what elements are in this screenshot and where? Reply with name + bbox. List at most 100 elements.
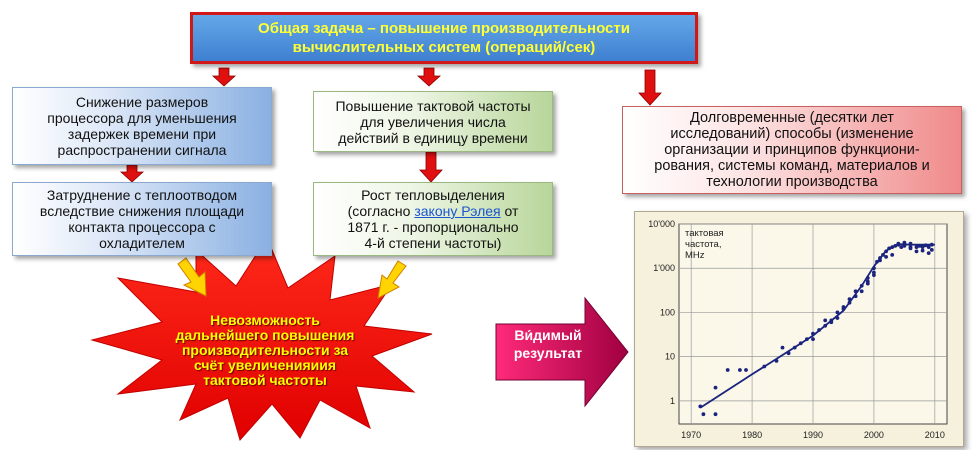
- down-arrow-center-1: [416, 67, 442, 87]
- data-point: [859, 283, 864, 288]
- main-task-title: Общая задача – повышение производительно…: [190, 12, 698, 64]
- burst-line: Невозможность: [210, 312, 320, 328]
- data-point: [923, 243, 928, 248]
- y-axis-label: тактовая: [685, 228, 724, 239]
- box-line: исследований) способы (изменение: [670, 126, 914, 142]
- heat-growth-box: Рост тепловыделения (согласно закону Рэл…: [313, 182, 553, 256]
- data-point: [908, 241, 913, 246]
- burst-line: тактовой частоты: [203, 372, 327, 388]
- data-point: [805, 337, 809, 341]
- box-line: распространении сигнала: [57, 142, 227, 158]
- y-tick-label: 10: [665, 352, 675, 362]
- data-point: [701, 412, 706, 417]
- down-arrow-center-2: [419, 151, 443, 183]
- data-point: [872, 270, 876, 275]
- long-term-methods-box: Долговременные (десятки лет исследований…: [622, 106, 962, 194]
- data-point: [872, 273, 876, 277]
- data-point: [853, 289, 858, 294]
- down-arrow-right-1: [638, 69, 662, 106]
- title-line-2: вычислительных систем (операций/сек): [292, 39, 596, 56]
- data-point: [780, 345, 785, 350]
- y-tick-label: 1'000: [653, 263, 675, 273]
- box-line: Рост тепловыделения: [361, 187, 505, 203]
- data-point: [920, 248, 925, 253]
- data-point: [920, 245, 925, 249]
- data-point: [835, 316, 840, 320]
- box-line: рования, системы команд, материалов и: [654, 158, 930, 174]
- data-point: [774, 359, 779, 363]
- yellow-arrow-right: [377, 260, 407, 299]
- data-point: [914, 249, 919, 254]
- heat-difficulty-box: Затруднение с теплоотводом вследствие сн…: [12, 182, 272, 256]
- y-axis-label: MHz: [685, 250, 705, 261]
- data-point: [865, 281, 870, 286]
- data-point: [890, 245, 895, 249]
- data-point: [786, 351, 791, 356]
- data-point: [713, 412, 718, 417]
- data-point: [859, 289, 864, 294]
- x-tick-label: 1990: [803, 430, 823, 440]
- box-line: Повышение тактовой частоты: [335, 97, 531, 114]
- box-line: технологии производства: [706, 174, 878, 190]
- data-point: [884, 255, 888, 259]
- data-point: [835, 310, 840, 315]
- data-point: [917, 244, 922, 248]
- data-point: [926, 251, 931, 255]
- data-point: [908, 246, 913, 251]
- x-tick-label: 2000: [864, 430, 884, 440]
- data-point: [698, 404, 703, 409]
- data-point: [893, 244, 898, 248]
- data-point: [902, 240, 907, 245]
- box-line: процессора для уменьшения: [47, 110, 237, 126]
- box-line: Затруднение с теплоотводом: [46, 187, 238, 203]
- data-point: [890, 253, 895, 257]
- data-point: [899, 245, 904, 249]
- data-point: [887, 246, 891, 251]
- data-point: [713, 385, 718, 390]
- result-arrow: [495, 296, 629, 408]
- data-point: [811, 331, 815, 336]
- box-line: Снижение размеров: [75, 94, 209, 110]
- data-point: [902, 244, 907, 248]
- impossibility-text: Невозможность дальнейшего повышения прои…: [155, 313, 375, 388]
- data-point: [798, 341, 803, 346]
- box-line: 4-й степени частоты): [364, 235, 502, 251]
- data-point: [929, 242, 934, 247]
- box-line: 1871 г. - пропорционально: [347, 219, 519, 235]
- x-tick-label: 1980: [742, 430, 762, 440]
- burst-line: производительности за: [181, 342, 349, 358]
- data-point: [926, 245, 931, 249]
- data-point: [878, 256, 882, 260]
- box-line: вследствие снижения площади: [39, 203, 245, 219]
- data-point: [744, 368, 748, 372]
- box-text: от: [500, 203, 519, 219]
- data-point: [762, 364, 767, 369]
- rayleigh-law-link[interactable]: закону Рэлея: [414, 203, 501, 219]
- data-point: [884, 249, 888, 254]
- data-point: [823, 323, 828, 328]
- box-line: Долговременные (десятки лет: [690, 110, 894, 126]
- data-point: [896, 241, 901, 246]
- arrow-label-line: результат: [513, 345, 583, 361]
- data-point: [872, 266, 876, 271]
- frequency-increase-box: Повышение тактовой частоты для увеличени…: [313, 91, 553, 152]
- box-line: организации и принципов функциони-: [664, 142, 920, 158]
- down-arrow-left-1: [211, 67, 237, 87]
- data-point: [853, 294, 858, 299]
- data-point: [847, 297, 852, 301]
- starburst-shape: [90, 236, 433, 442]
- x-tick-label: 1970: [681, 430, 701, 440]
- box-line: задержек времени при: [67, 126, 217, 142]
- box-line: контакта процессора с: [68, 219, 216, 235]
- data-point: [738, 368, 742, 372]
- visible-result-label: Ви́димый результат: [498, 326, 598, 362]
- data-point: [865, 276, 870, 280]
- data-point: [725, 368, 730, 372]
- box-line: для увеличения числа: [360, 113, 506, 130]
- x-tick-label: 2010: [925, 430, 945, 440]
- box-line-with-link: (согласно закону Рэлея от: [347, 203, 519, 219]
- burst-line: дальнейшего повышения: [175, 327, 355, 343]
- data-point: [929, 248, 934, 252]
